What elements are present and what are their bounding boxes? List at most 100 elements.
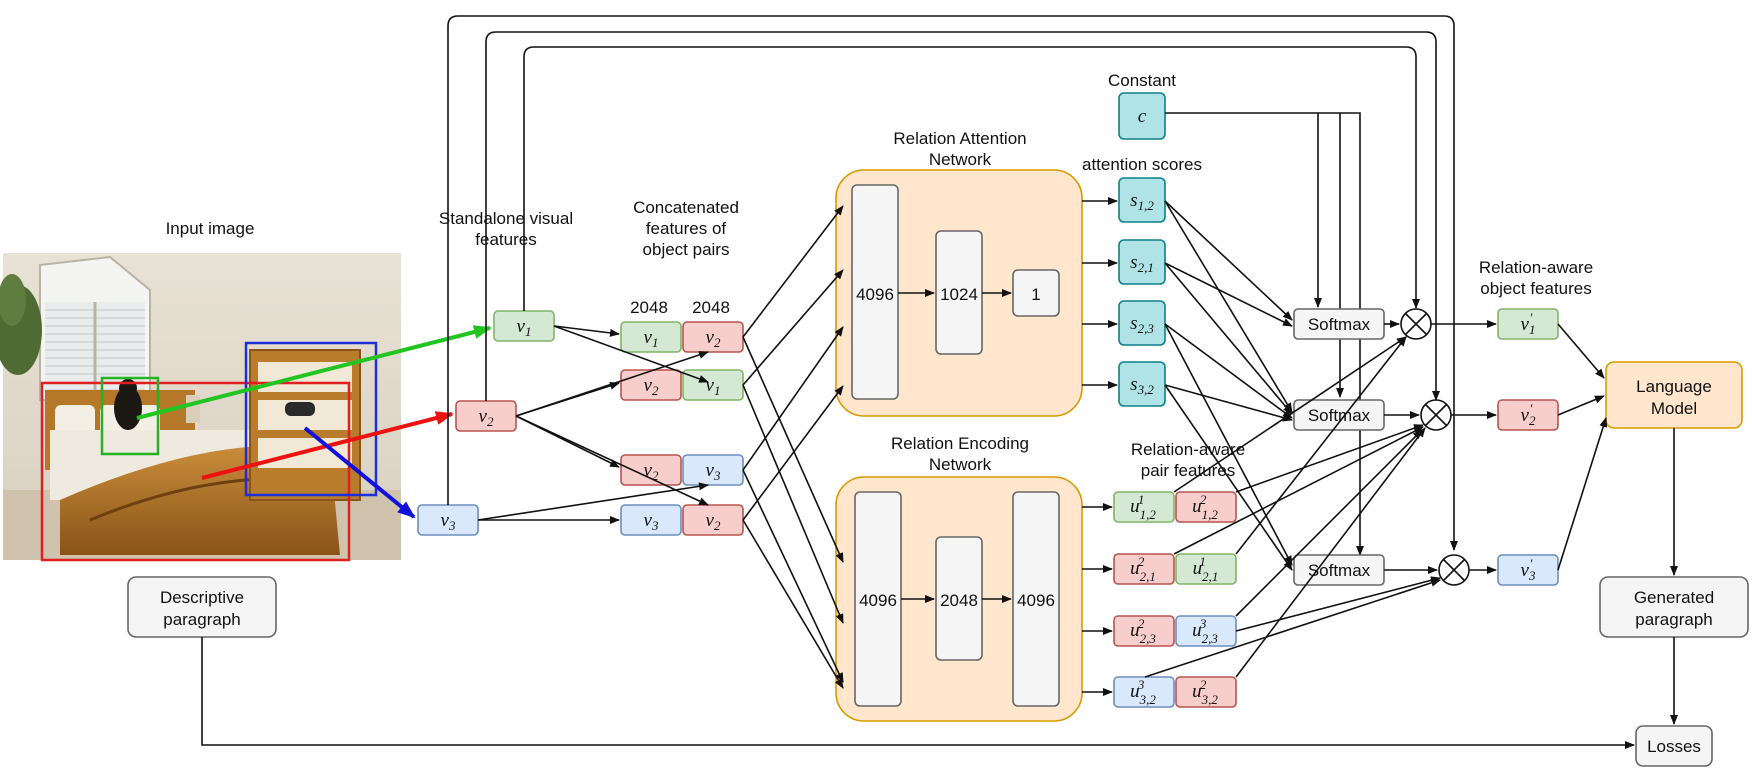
node-v1-prime: v1′ bbox=[1497, 308, 1559, 340]
softmax-2: Softmax bbox=[1293, 399, 1385, 431]
score-s23: s2,3 bbox=[1118, 300, 1166, 346]
svg-text:v2: v2 bbox=[706, 327, 721, 350]
multiply-circle-icon bbox=[1400, 308, 1432, 340]
svg-text:s1,2: s1,2 bbox=[1130, 190, 1154, 213]
svg-text:features of: features of bbox=[646, 219, 727, 238]
constant-label: Constant bbox=[1108, 71, 1176, 90]
node-v2-prime: v2′ bbox=[1497, 399, 1559, 431]
svg-text:4096: 4096 bbox=[859, 591, 897, 610]
svg-text:1: 1 bbox=[1031, 285, 1040, 304]
u-pair-32: u3,23 u3,22 bbox=[1113, 676, 1237, 708]
svg-text:Network: Network bbox=[929, 150, 992, 169]
svg-text:v1′: v1′ bbox=[1521, 310, 1536, 337]
pair-to-network-arrows bbox=[742, 205, 844, 689]
arrow-green bbox=[136, 325, 492, 420]
bbox-red bbox=[40, 381, 351, 562]
softmax-1: Softmax bbox=[1293, 308, 1385, 340]
node-v3-prime: v3′ bbox=[1497, 554, 1559, 586]
svg-text:u3,23: u3,23 bbox=[1130, 677, 1156, 707]
svg-text:s2,3: s2,3 bbox=[1130, 313, 1154, 336]
attention-scores-label: attention scores bbox=[1082, 155, 1202, 174]
node-v3: v3 bbox=[417, 504, 479, 536]
svg-text:v2: v2 bbox=[644, 460, 659, 483]
bbox-green bbox=[100, 376, 160, 456]
node-v2: v2 bbox=[455, 400, 517, 432]
score-s21: s2,1 bbox=[1118, 239, 1166, 285]
multiply-circle-icon bbox=[1438, 554, 1470, 586]
svg-text:v3: v3 bbox=[644, 510, 659, 533]
svg-text:c: c bbox=[1138, 106, 1147, 127]
relation-encoding-network: Relation Encoding Network 4096 2048 4096 bbox=[835, 434, 1083, 722]
svg-text:paragraph: paragraph bbox=[1635, 610, 1713, 629]
concat-features-label: Concatenated bbox=[633, 198, 739, 217]
ran-to-score-arrows bbox=[1082, 197, 1118, 389]
svg-text:Language: Language bbox=[1636, 377, 1712, 396]
svg-text:v1: v1 bbox=[706, 375, 721, 398]
svg-text:u3,22: u3,22 bbox=[1192, 677, 1218, 707]
score-to-softmax-arrows bbox=[1164, 200, 1293, 571]
standalone-features-label: Standalone visual bbox=[439, 209, 573, 228]
svg-text:u2,32: u2,32 bbox=[1130, 616, 1156, 646]
svg-text:u1,21: u1,21 bbox=[1130, 492, 1156, 522]
u-pair-12: u1,21 u1,22 bbox=[1113, 491, 1237, 523]
svg-text:v2′: v2′ bbox=[1521, 401, 1536, 428]
svg-text:u2,12: u2,12 bbox=[1130, 554, 1156, 584]
language-model: Language Model bbox=[1605, 361, 1743, 429]
softmax-3: Softmax bbox=[1293, 554, 1385, 586]
svg-text:v3′: v3′ bbox=[1521, 556, 1536, 583]
svg-text:u1,22: u1,22 bbox=[1192, 492, 1218, 522]
svg-text:Relation Attention: Relation Attention bbox=[893, 129, 1026, 148]
svg-text:v1: v1 bbox=[517, 316, 532, 339]
vprime-to-lm-arrows bbox=[1557, 323, 1608, 571]
pair-v2-v1: v2 v1 bbox=[620, 369, 744, 401]
svg-text:v2: v2 bbox=[706, 510, 721, 533]
multiply-to-vprime-arrows bbox=[1431, 320, 1497, 574]
pair-v3-v2: v3 v2 bbox=[620, 504, 744, 536]
v-to-pair-arrows bbox=[477, 325, 709, 524]
svg-text:Network: Network bbox=[929, 455, 992, 474]
svg-text:2048: 2048 bbox=[940, 591, 978, 610]
svg-text:v2: v2 bbox=[479, 406, 494, 429]
input-image-label: Input image bbox=[166, 219, 255, 238]
svg-text:v3: v3 bbox=[441, 510, 456, 533]
upair-to-multiply-arrows bbox=[1144, 336, 1441, 678]
svg-text:Softmax: Softmax bbox=[1308, 315, 1371, 334]
svg-text:features: features bbox=[475, 230, 536, 249]
svg-text:s2,1: s2,1 bbox=[1130, 252, 1154, 275]
svg-text:object pairs: object pairs bbox=[643, 240, 730, 259]
photo-bedroom-icon bbox=[0, 253, 401, 562]
ren-to-upair-arrows bbox=[1082, 503, 1113, 696]
input-image: Input image bbox=[0, 219, 401, 562]
dim-right-label: 2048 bbox=[692, 298, 730, 317]
multiply-circle-icon bbox=[1420, 399, 1452, 431]
descriptive-paragraph: Descriptive paragraph bbox=[127, 576, 277, 638]
generated-paragraph: Generated paragraph bbox=[1599, 576, 1749, 638]
svg-text:u2,11: u2,11 bbox=[1193, 554, 1218, 584]
svg-text:4096: 4096 bbox=[856, 285, 894, 304]
pair-v2-v3: v2 v3 bbox=[620, 454, 744, 486]
svg-text:Losses: Losses bbox=[1647, 737, 1701, 756]
bbox-blue bbox=[244, 341, 378, 497]
svg-text:s3,2: s3,2 bbox=[1130, 374, 1154, 397]
svg-text:1024: 1024 bbox=[940, 285, 978, 304]
u-pair-23: u2,32 u2,33 bbox=[1113, 615, 1237, 647]
pair-features-label: Relation-aware bbox=[1131, 440, 1245, 459]
svg-text:object features: object features bbox=[1480, 279, 1592, 298]
svg-text:Generated: Generated bbox=[1634, 588, 1714, 607]
svg-text:Softmax: Softmax bbox=[1308, 406, 1371, 425]
svg-text:4096: 4096 bbox=[1017, 591, 1055, 610]
svg-text:paragraph: paragraph bbox=[163, 610, 241, 629]
arrow-blue bbox=[303, 426, 416, 519]
svg-text:Softmax: Softmax bbox=[1308, 561, 1371, 580]
node-constant: c bbox=[1118, 92, 1166, 140]
svg-text:v2: v2 bbox=[644, 375, 659, 398]
score-s32: s3,2 bbox=[1118, 361, 1166, 407]
svg-text:Model: Model bbox=[1651, 399, 1697, 418]
score-s12: s1,2 bbox=[1118, 177, 1166, 223]
svg-text:u2,33: u2,33 bbox=[1192, 616, 1218, 646]
losses: Losses bbox=[1635, 725, 1713, 767]
dim-left-label: 2048 bbox=[630, 298, 668, 317]
softmax-to-multiply-arrows bbox=[1384, 320, 1438, 574]
object-features-label: Relation-aware bbox=[1479, 258, 1593, 277]
